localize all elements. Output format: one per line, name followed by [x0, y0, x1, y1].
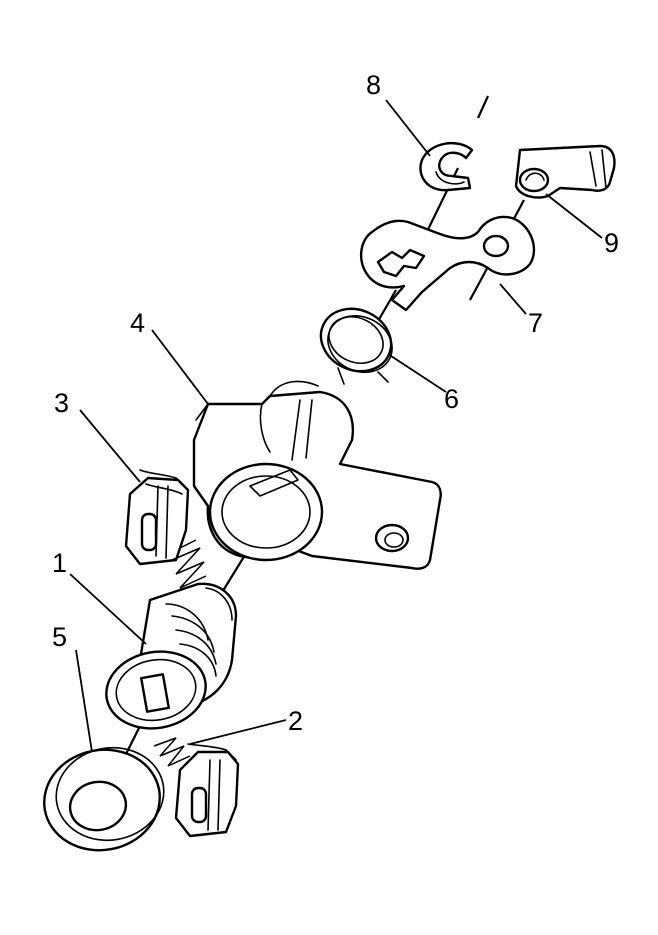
callout-1: 1 [52, 548, 67, 578]
callout-labels: 1 2 3 4 5 6 7 8 9 [52, 70, 619, 736]
callout-6: 6 [444, 384, 459, 414]
callout-2: 2 [288, 706, 303, 736]
part-6-spring [319, 307, 393, 385]
part-3-tumbler-wafers [124, 469, 190, 566]
part-4-lock-housing [192, 380, 442, 570]
callout-7: 7 [528, 308, 543, 338]
part-1-lock-cylinder [105, 582, 238, 730]
callout-5: 5 [52, 622, 67, 652]
callout-3: 3 [54, 388, 69, 418]
part-7-lever-plate [360, 215, 536, 312]
part-8-retaining-clip [419, 142, 474, 192]
callout-4: 4 [130, 308, 145, 338]
part-9-rod-clip [514, 144, 616, 199]
part-5-cap [43, 746, 165, 852]
tumbler-springs-lower [153, 737, 191, 767]
leader-lines [69, 99, 603, 753]
callout-9: 9 [604, 228, 619, 258]
part-2-tumbler-wafers [174, 743, 240, 838]
tumbler-springs-upper [171, 539, 207, 589]
callout-8: 8 [366, 70, 381, 100]
